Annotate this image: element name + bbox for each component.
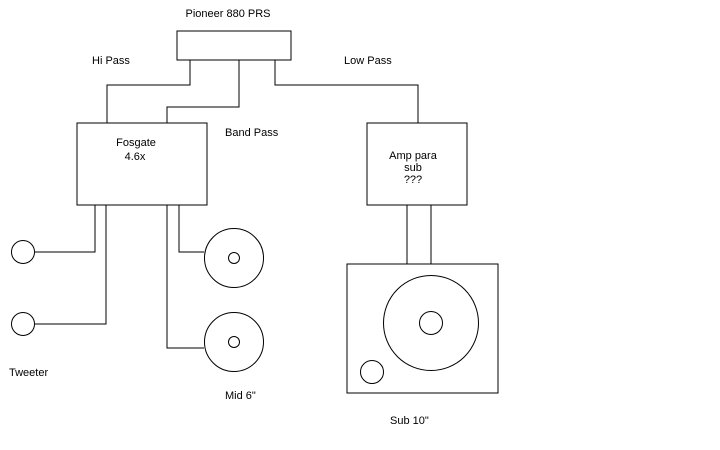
low-pass-label: Low Pass bbox=[344, 55, 392, 67]
tweeter-top-icon bbox=[11, 240, 35, 264]
band-pass-wire bbox=[166, 60, 240, 123]
tweeter-top-wire bbox=[35, 205, 96, 253]
subwoofer-icon bbox=[383, 275, 479, 371]
tweeter-bottom-wire bbox=[35, 205, 107, 325]
fosgate-amp-name: Fosgate bbox=[116, 137, 156, 149]
port-icon bbox=[360, 360, 384, 384]
sub-amp-box bbox=[366, 122, 468, 206]
hi-pass-wire bbox=[106, 60, 191, 123]
mid-top-wire bbox=[178, 205, 204, 253]
mid-speaker-bottom-icon bbox=[204, 312, 264, 372]
fosgate-amp-box bbox=[76, 122, 208, 206]
fosgate-amp-model: 4.6x bbox=[125, 151, 146, 163]
mid-bottom-wire bbox=[166, 205, 204, 349]
low-pass-wire bbox=[274, 60, 419, 123]
tweeter-bottom-icon bbox=[11, 312, 35, 336]
hi-pass-label: Hi Pass bbox=[92, 55, 130, 67]
band-pass-label: Band Pass bbox=[225, 127, 279, 139]
mid-label: Mid 6" bbox=[225, 390, 256, 402]
sub-amp-line2: sub bbox=[404, 162, 422, 174]
sub-amp-line1: Amp para bbox=[389, 150, 438, 162]
sub-amp-line3: ??? bbox=[404, 174, 422, 186]
sub-label: Sub 10" bbox=[390, 415, 429, 427]
head-unit-box bbox=[176, 30, 292, 61]
tweeter-label: Tweeter bbox=[9, 367, 48, 379]
mid-speaker-top-icon bbox=[204, 228, 264, 288]
head-unit-label: Pioneer 880 PRS bbox=[186, 8, 271, 20]
